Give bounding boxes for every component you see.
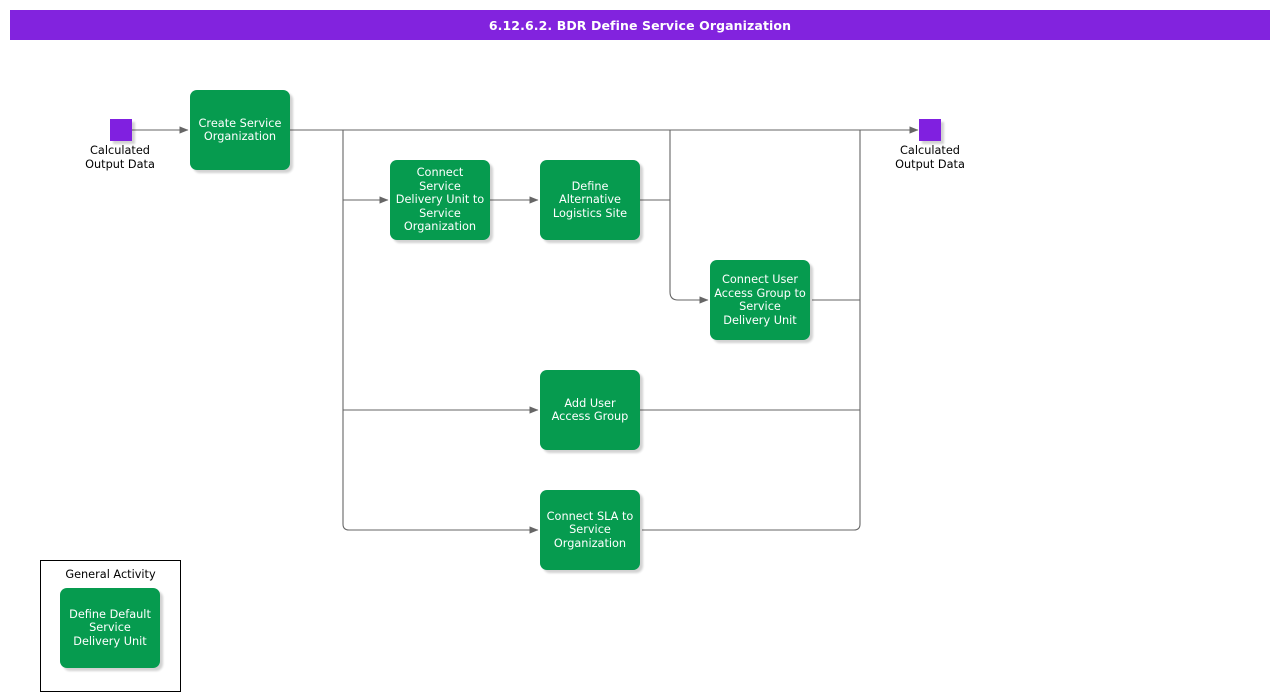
start-terminator-label: Calculated Output Data — [85, 144, 155, 171]
node-connect-sla-to-service-organization[interactable]: Connect SLA to Service Organization — [540, 490, 640, 570]
node-label: Create Service Organization — [198, 116, 282, 144]
page-title-bar: 6.12.6.2. BDR Define Service Organizatio… — [10, 10, 1270, 40]
node-connect-user-access-group-to-service-delivery-unit[interactable]: Connect User Access Group to Service Del… — [710, 260, 810, 340]
fork-rail-left — [342, 130, 539, 534]
node-label: Add User Access Group — [551, 396, 629, 424]
legend-title: General Activity — [65, 568, 156, 581]
page-title: 6.12.6.2. BDR Define Service Organizatio… — [488, 17, 792, 33]
node-add-user-access-group[interactable]: Add User Access Group — [540, 370, 640, 450]
node-label: Connect User Access Group to Service Del… — [714, 273, 806, 327]
node-create-service-organization[interactable]: Create Service Organization — [190, 90, 290, 170]
outer-rail — [642, 130, 861, 531]
end-terminator-label: Calculated Output Data — [895, 144, 965, 171]
start-terminator-icon — [110, 119, 132, 141]
node-connect-service-delivery-unit-to-service-organization[interactable]: Connect Service Delivery Unit to Service… — [390, 160, 490, 240]
inner-rail — [669, 130, 709, 304]
node-define-alternative-logistics-site[interactable]: Define Alternative Logistics Site — [540, 160, 640, 240]
node-label: Connect SLA to Service Organization — [546, 509, 634, 550]
node-label: Define Alternative Logistics Site — [552, 179, 628, 220]
legend-sample-general-activity: Define Default Service Delivery Unit — [60, 588, 160, 668]
node-label: Connect Service Delivery Unit to Service… — [395, 166, 485, 234]
end-terminator-icon — [919, 119, 941, 141]
legend-sample-label: Define Default Service Delivery Unit — [69, 607, 151, 648]
